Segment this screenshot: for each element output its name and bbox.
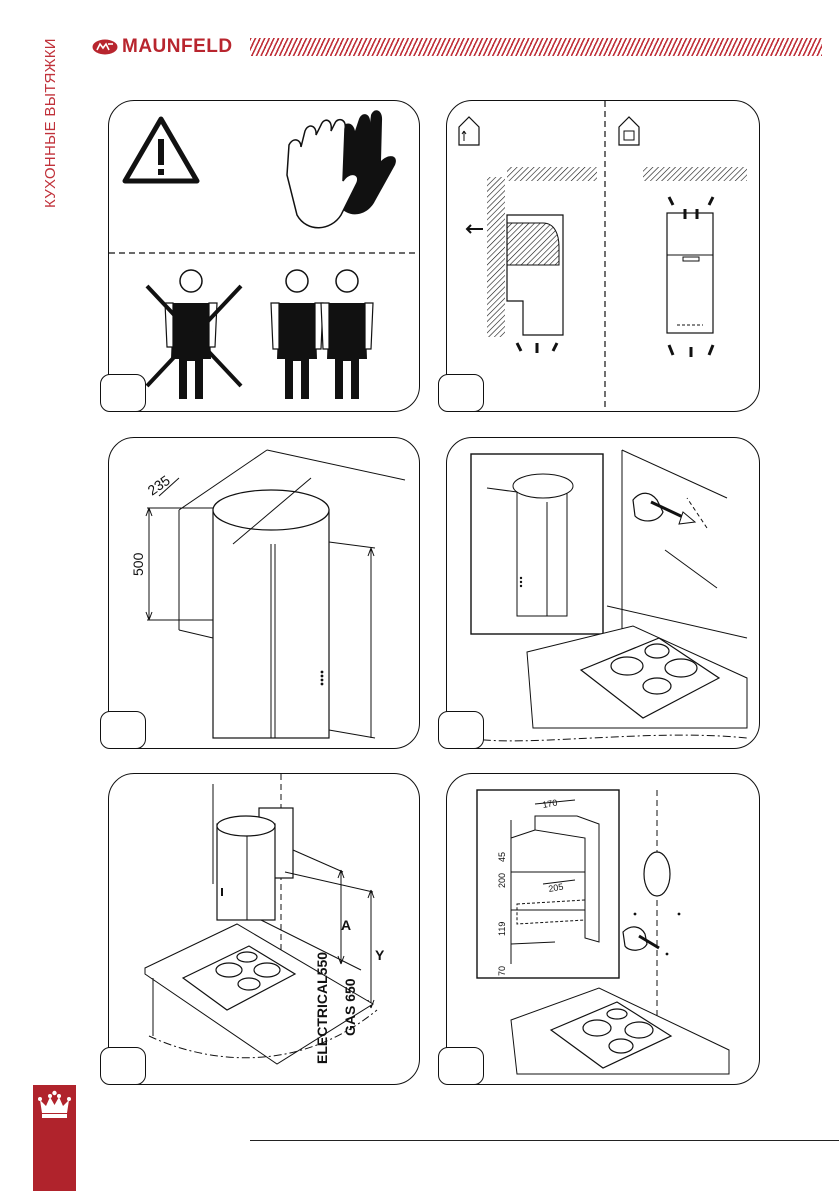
panel-dimensions: 235 500 [108, 437, 420, 749]
gloves-icon [286, 110, 396, 229]
panel-operation-modes [446, 100, 760, 412]
section-title-text: КУХОННЫЕ ВЫТЯЖКИ [42, 38, 59, 208]
panel-wall-marking [446, 437, 760, 749]
dimension-200: 200 [497, 873, 507, 888]
label-a: A [341, 917, 351, 933]
step-number-box-5 [100, 1047, 146, 1085]
house-recirculation-icon [618, 116, 640, 146]
warning-icon [122, 116, 200, 184]
hand-pencil-icon [632, 492, 697, 525]
house-exhaust-icon [458, 116, 480, 146]
brand-logo: MAUNFELD [92, 36, 233, 58]
label-gas: GAS 650 [342, 978, 358, 1036]
step-number-box-4 [438, 711, 484, 749]
step-number-box-2 [438, 374, 484, 412]
label-y: Y [375, 947, 385, 963]
label-electrical: ELECTRICAL550 [314, 952, 330, 1064]
worker-icon [270, 269, 324, 399]
dimension-205: 205 [548, 882, 565, 894]
dimension-height: 500 [130, 552, 146, 576]
dimension-170: 170 [542, 798, 559, 810]
brand-mark-icon [92, 39, 118, 55]
step-number-box-1 [100, 374, 146, 412]
section-title: КУХОННЫЕ ВЫТЯЖКИ [38, 38, 68, 208]
dimension-45: 45 [497, 852, 507, 862]
step-number-box-3 [100, 711, 146, 749]
panel-safety [108, 100, 420, 412]
brand-band [33, 1085, 76, 1191]
panel-bracket-dimensions: 170 45 200 205 119 70 [446, 773, 760, 1085]
header-hatch-bar [250, 38, 822, 56]
dimension-70: 70 [497, 966, 507, 976]
footer-rule [250, 1140, 839, 1141]
brand-name: MAUNFELD [122, 36, 233, 57]
hand-pencil-icon [622, 926, 660, 951]
panel-installation-height: A Y ELECTRICAL550 GAS 650 [108, 773, 420, 1085]
dimension-width: 235 [145, 472, 173, 499]
step-number-box-6 [438, 1047, 484, 1085]
dimension-119: 119 [497, 922, 507, 936]
worker-icon [320, 269, 374, 399]
crown-icon [38, 1090, 71, 1118]
